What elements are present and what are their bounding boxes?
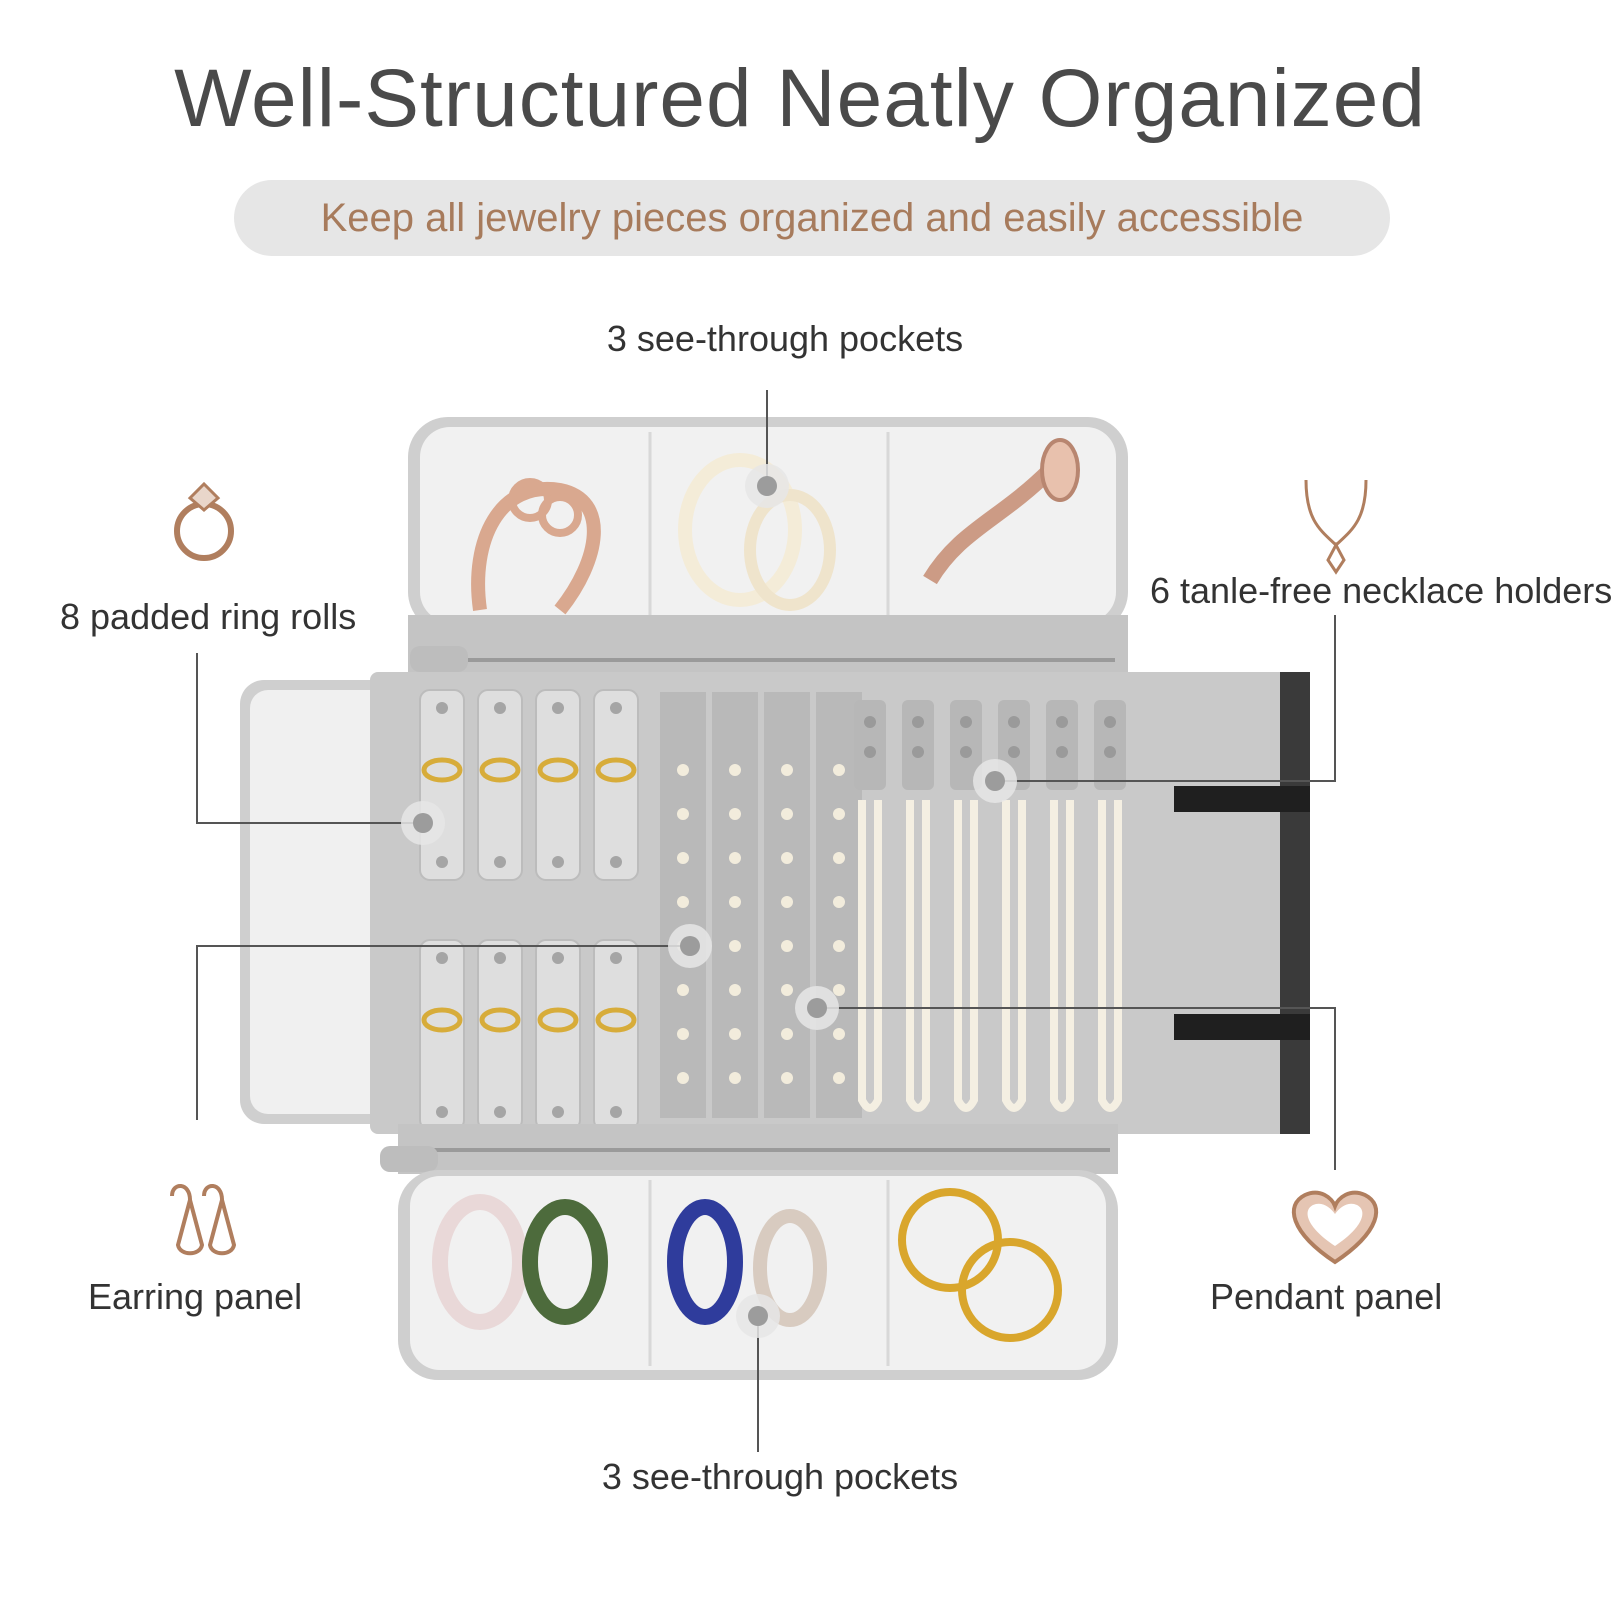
zipper-pull-top <box>410 646 468 672</box>
ring-roll <box>593 939 639 1131</box>
subtitle-pill: Keep all jewelry pieces organized and ea… <box>234 180 1390 256</box>
ring-roll <box>535 939 581 1131</box>
heart-pendant-icon <box>1291 1190 1379 1265</box>
ring-roll <box>535 689 581 881</box>
necklace-holder <box>902 700 934 1112</box>
ring-roll <box>477 689 523 881</box>
velcro-strap-bottom <box>1174 1014 1310 1040</box>
necklace-icon <box>1304 479 1368 575</box>
jewelry-strip <box>764 692 810 1118</box>
label-necklace-holders: 6 tanle-free necklace holders <box>1150 570 1612 611</box>
label-ring-rolls: 8 padded ring rolls <box>60 596 357 637</box>
panel-edge <box>1280 672 1310 1134</box>
ring-icon <box>174 481 234 561</box>
velcro-strap-top <box>1174 786 1310 812</box>
label-top-pockets: 3 see-through pockets <box>606 318 964 359</box>
leader-lines <box>196 390 1336 1452</box>
left-flap <box>240 680 400 1124</box>
ring-roll <box>477 939 523 1131</box>
top-pocket-contents <box>471 438 1080 615</box>
label-pendant-panel: Pendant panel <box>1210 1276 1443 1317</box>
zipper-pull-bottom <box>380 1146 438 1172</box>
jewelry-strip <box>712 692 758 1118</box>
ring-roll <box>593 689 639 881</box>
necklace-holder <box>950 700 982 1112</box>
necklace-holder <box>1094 700 1126 1112</box>
necklace-holder <box>1046 700 1078 1112</box>
bottom-pocket-contents <box>432 1188 1062 1342</box>
subtitle-text: Keep all jewelry pieces organized and ea… <box>320 195 1304 240</box>
ring-roll <box>419 939 465 1131</box>
label-earring-panel: Earring panel <box>88 1276 303 1317</box>
necklace-holder <box>854 700 886 1112</box>
callout-dot-centers <box>413 476 1005 1326</box>
earring-icon <box>170 1184 237 1256</box>
label-bottom-pockets: 3 see-through pockets <box>601 1456 959 1497</box>
page-title: Well-Structured Neatly Organized <box>174 53 1426 144</box>
jewelry-strip <box>660 692 706 1118</box>
earring-pendant-strips <box>660 692 862 1118</box>
ring-roll <box>419 689 465 881</box>
